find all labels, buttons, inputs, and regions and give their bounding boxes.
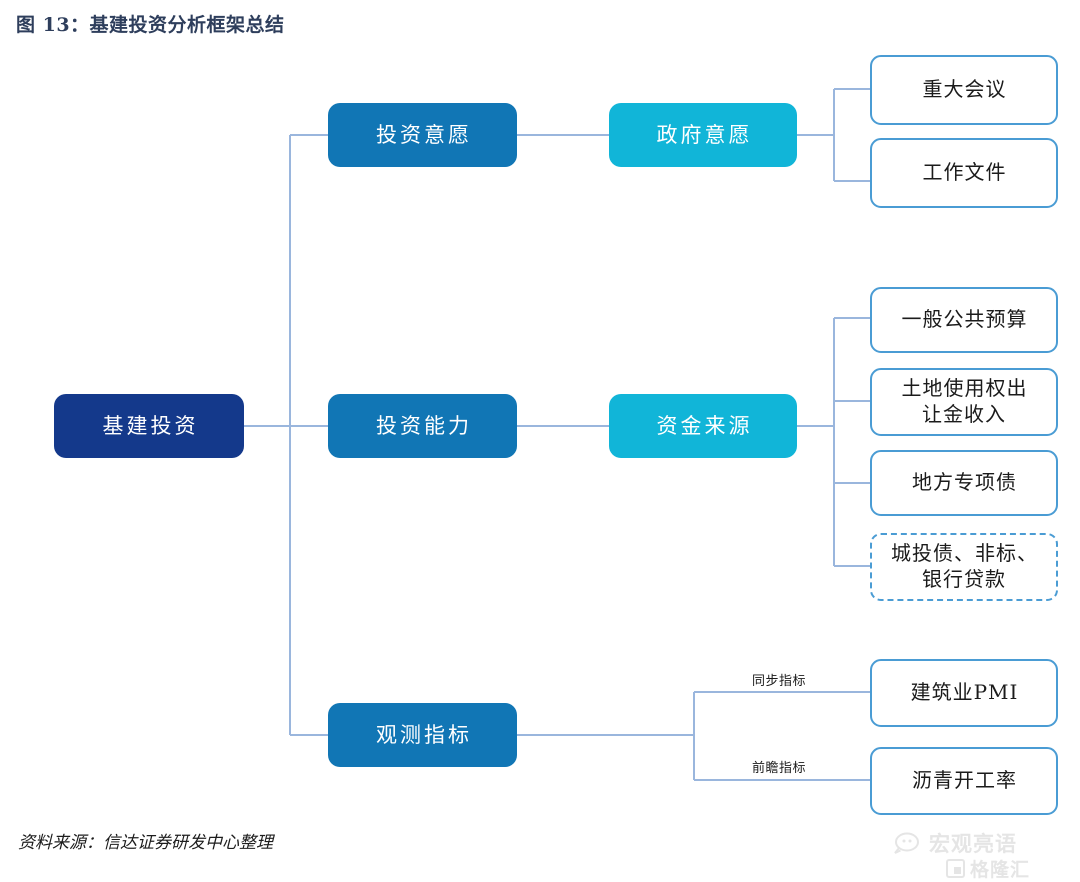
- edge-label-coincident-indicator: 同步指标: [752, 674, 807, 689]
- leaf-general-public-budget[interactable]: 一般公共预算: [870, 287, 1058, 353]
- gelonghui-logo-icon: [946, 859, 965, 878]
- edge-label-leading-indicator: 前瞻指标: [752, 761, 807, 776]
- leaf-construction-pmi[interactable]: 建筑业PMI: [870, 659, 1058, 727]
- node-investment-capacity[interactable]: 投资能力: [328, 394, 517, 458]
- watermark-account-text: 宏观亮语: [929, 832, 1017, 856]
- leaf-working-documents[interactable]: 工作文件: [870, 138, 1058, 208]
- leaf-land-use-rights-transfer-income[interactable]: 土地使用权出 让金收入: [870, 368, 1058, 436]
- node-root-infrastructure-investment[interactable]: 基建投资: [54, 394, 244, 458]
- wechat-bubble-icon: [894, 832, 919, 854]
- watermark-platform-text: 格隆汇: [970, 859, 1031, 881]
- source-note: 资料来源：信达证券研发中心整理: [18, 833, 273, 853]
- leaf-major-meetings[interactable]: 重大会议: [870, 55, 1058, 125]
- leaf-asphalt-operating-rate[interactable]: 沥青开工率: [870, 747, 1058, 815]
- leaf-local-special-bonds[interactable]: 地方专项债: [870, 450, 1058, 516]
- figure-title: 图 13：基建投资分析框架总结: [16, 14, 285, 36]
- leaf-urban-investment-bonds-nonstandard-bank-loans[interactable]: 城投债、非标、 银行贷款: [870, 533, 1058, 601]
- node-observation-indicators[interactable]: 观测指标: [328, 703, 517, 767]
- node-funding-sources[interactable]: 资金来源: [609, 394, 797, 458]
- node-investment-willingness[interactable]: 投资意愿: [328, 103, 517, 167]
- watermark-account: 宏观亮语: [892, 828, 1017, 858]
- node-government-willingness[interactable]: 政府意愿: [609, 103, 797, 167]
- watermark-platform: 格隆汇: [946, 855, 1030, 882]
